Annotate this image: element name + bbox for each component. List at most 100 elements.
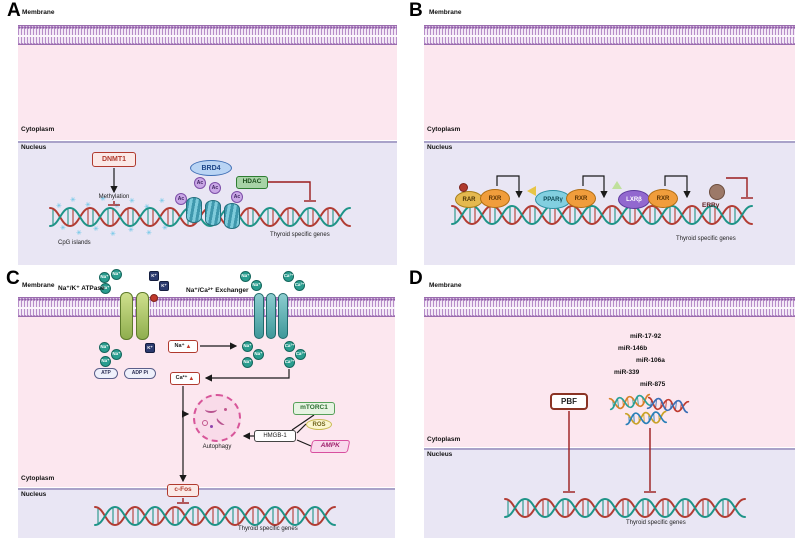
- sodium-ion: Na⁺: [100, 283, 111, 294]
- cpg-island-icon: ✳: [56, 203, 62, 210]
- sodium-ion: Na⁺: [99, 342, 110, 353]
- cpg-island-icon: ✳: [93, 226, 99, 233]
- thyroid-genes-label: Thyroid specific genes: [626, 520, 686, 526]
- mirna-hairpin: [624, 410, 668, 426]
- exchanger-channel: [278, 293, 288, 339]
- membrane-label: Membrane: [429, 9, 462, 16]
- panel-c-letter: C: [6, 268, 20, 289]
- panel-b-letter: B: [409, 0, 423, 21]
- panel-d-letter: D: [409, 268, 423, 289]
- thyroid-genes-label: Thyroid specific genes: [676, 236, 736, 242]
- calcium-ion: Ca²⁺: [295, 349, 306, 360]
- lxrb-receptor: LXRβ: [618, 190, 650, 209]
- rar-ligand-icon: [459, 183, 468, 192]
- potassium-ion: K⁺: [149, 271, 159, 281]
- cytoplasm-label: Cytoplasm: [427, 126, 461, 133]
- exchanger-label: Na⁺/Ca²⁺ Exchanger: [186, 287, 249, 294]
- nucleus-region: [424, 448, 795, 538]
- pbf-box: PBF: [550, 393, 588, 410]
- mirna-label: miR-106a: [636, 357, 665, 364]
- dna-helix: [451, 204, 753, 226]
- increase-icon: ▲: [188, 375, 195, 382]
- membrane-bilayer: [18, 297, 395, 317]
- cpg-island-icon: ✳: [128, 227, 134, 234]
- cfos-box: c-Fos: [167, 484, 199, 497]
- cpg-island-icon: ✳: [100, 196, 106, 203]
- exchanger-channel: [254, 293, 264, 339]
- nucleus-label: Nucleus: [427, 144, 453, 151]
- sodium-ion: Na⁺: [251, 280, 262, 291]
- atpase-subunit-icon: [150, 294, 158, 302]
- mirna-label: miR-875: [640, 381, 666, 388]
- nucleosome-icon: [224, 203, 240, 229]
- lxrb-ligand-icon: [612, 181, 622, 189]
- membrane-label: Membrane: [22, 9, 55, 16]
- cpg-island-icon: ✳: [60, 225, 66, 232]
- sodium-ion: Na⁺: [240, 271, 251, 282]
- cpg-island-icon: ✳: [114, 203, 120, 210]
- mirna-label: miR-339: [614, 369, 640, 376]
- nucleus-label: Nucleus: [21, 144, 47, 151]
- autophagy-cargo-icon: [202, 420, 208, 426]
- sodium-ion: Na⁺: [242, 341, 253, 352]
- sodium-ion: Na⁺: [111, 349, 122, 360]
- membrane-label: Membrane: [22, 282, 55, 289]
- sodium-ion: Na⁺: [99, 272, 110, 283]
- panel-a-letter: A: [7, 0, 21, 21]
- thyroid-genes-label: Thyroid specific genes: [238, 526, 298, 532]
- adp-pi-label: ADP Pi: [124, 368, 156, 379]
- ros-oval: ROS: [306, 419, 332, 430]
- mtorc1-box: mTORC1: [293, 402, 335, 415]
- potassium-ion: K⁺: [159, 281, 169, 291]
- cytoplasm-label: Cytoplasm: [21, 126, 55, 133]
- atpase-channel: [136, 292, 149, 340]
- membrane-bilayer: [424, 297, 795, 317]
- cpg-island-icon: ✳: [76, 230, 82, 237]
- potassium-ion: K⁺: [145, 343, 155, 353]
- autophagy-label: Autophagy: [202, 444, 232, 450]
- membrane-label: Membrane: [429, 282, 462, 289]
- methylation-label: Methylation: [98, 194, 130, 200]
- rxr-receptor: RXR: [566, 189, 596, 208]
- mirna-label: miR-146b: [618, 345, 648, 352]
- calcium-increase-box: Ca²⁺ ▲: [170, 372, 200, 385]
- nucleus-label: Nucleus: [21, 491, 47, 498]
- autophagosome: [193, 394, 241, 442]
- mirna-hairpin: [608, 393, 652, 411]
- ampk-box: AMPK: [309, 440, 351, 453]
- cpg-island-icon: ✳: [162, 225, 168, 232]
- calcium-ion: Ca²⁺: [284, 357, 295, 368]
- exchanger-channel: [266, 293, 276, 339]
- sodium-ion: Na⁺: [100, 356, 111, 367]
- sodium-ion: Na⁺: [242, 357, 253, 368]
- dna-helix: [94, 505, 336, 527]
- autophagy-cargo-icon: [210, 425, 213, 428]
- rxr-receptor: RXR: [648, 189, 678, 208]
- calcium-label: Ca²⁺: [175, 374, 188, 381]
- nucleosome-icon: [186, 197, 202, 223]
- calcium-ion: Ca²⁺: [294, 280, 305, 291]
- mirna-label: miR-17-92: [630, 333, 662, 340]
- calcium-ion: Ca²⁺: [283, 271, 294, 282]
- cpg-island-icon: ✳: [144, 204, 150, 211]
- cpg-island-icon: ✳: [159, 198, 165, 205]
- acetyl-mark: Ac: [231, 191, 243, 203]
- cpg-island-icon: ✳: [70, 197, 76, 204]
- cpg-island-icon: ✳: [129, 198, 135, 205]
- hdac-box: HDAC: [236, 176, 268, 189]
- sodium-label: Na⁺: [174, 342, 185, 349]
- sodium-increase-box: Na⁺ ▲: [168, 340, 198, 353]
- nucleus-label: Nucleus: [427, 451, 453, 458]
- increase-icon: ▲: [185, 343, 192, 350]
- atpase-label: Na⁺/K⁺ ATPase: [58, 285, 105, 292]
- rar-receptor: RAR: [455, 191, 483, 208]
- rxr-receptor: RXR: [480, 189, 510, 208]
- sodium-ion: Na⁺: [253, 349, 264, 360]
- sodium-ion: Na⁺: [111, 269, 122, 280]
- pparg-ligand-icon: [527, 186, 536, 196]
- cpg-island-icon: ✳: [85, 202, 91, 209]
- cpg-island-icon: ✳: [146, 230, 152, 237]
- autophagy-cargo-icon: [224, 408, 227, 411]
- cpg-islands-label: CpG islands: [58, 240, 91, 246]
